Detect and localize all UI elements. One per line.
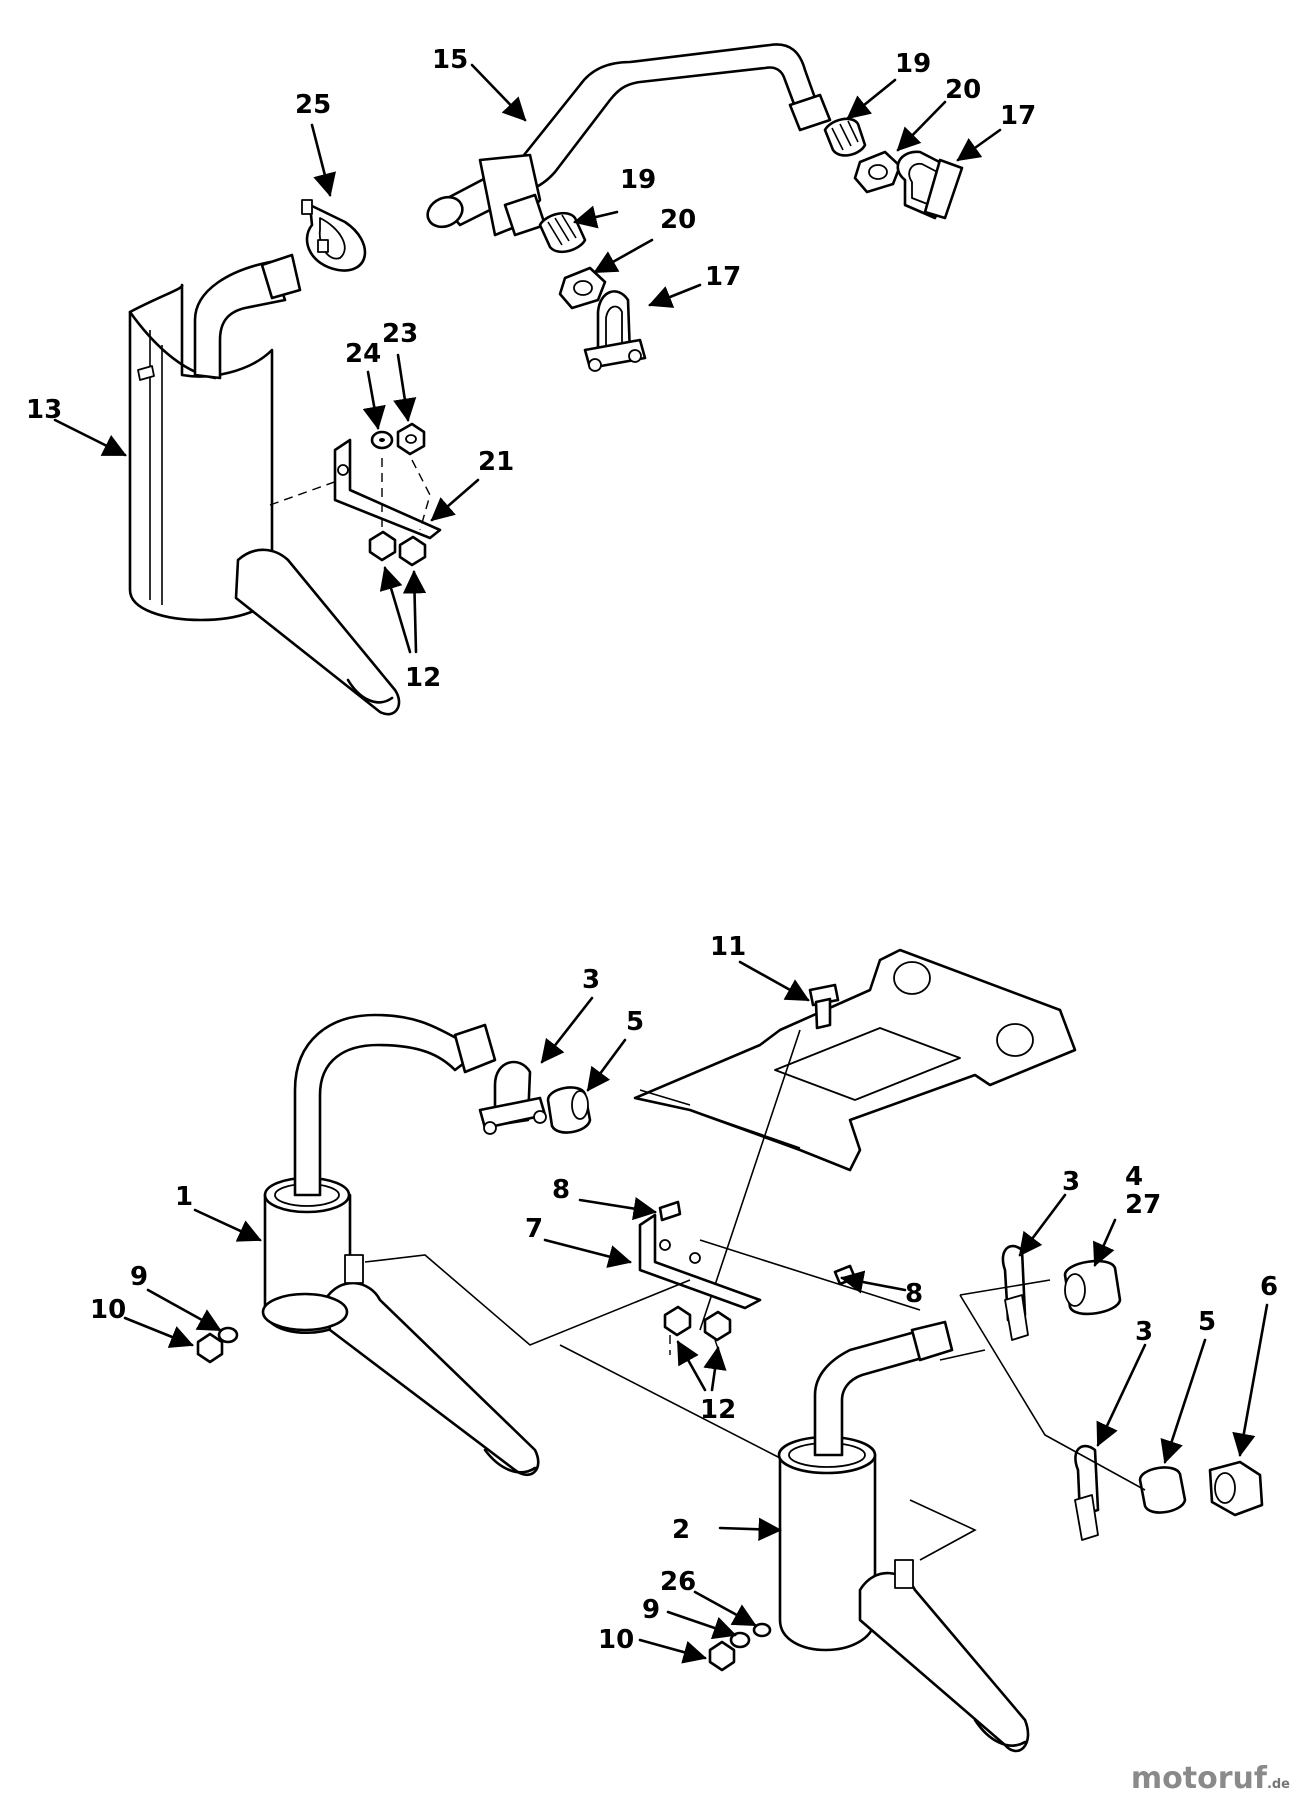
part-6-hex-fitting bbox=[1208, 1460, 1264, 1517]
mounting-plate bbox=[633, 948, 1077, 1172]
callout-1: 1 bbox=[175, 1182, 193, 1212]
part-2-muffler bbox=[777, 1320, 1030, 1753]
callout-3: 3 bbox=[1062, 1167, 1080, 1197]
part-19-nipple bbox=[538, 117, 867, 254]
callout-20: 20 bbox=[660, 205, 696, 235]
part-10-nut bbox=[196, 1332, 736, 1672]
part-11-bolt bbox=[808, 983, 840, 1030]
callout-arrows bbox=[53, 63, 1269, 1664]
part-12-nut bbox=[663, 1305, 732, 1342]
part-9-washer bbox=[217, 1326, 751, 1649]
callout-25: 25 bbox=[295, 90, 331, 120]
callout-27: 27 bbox=[1125, 1190, 1161, 1220]
callout-23: 23 bbox=[382, 319, 418, 349]
part-5-nipple bbox=[546, 1086, 1187, 1514]
part-25-clamp bbox=[301, 199, 367, 272]
part-8-bolt bbox=[658, 1200, 857, 1286]
callout-7: 7 bbox=[525, 1214, 543, 1244]
part-7-bracket bbox=[638, 1213, 762, 1310]
callout-9: 9 bbox=[130, 1262, 148, 1292]
callout-10: 10 bbox=[598, 1625, 634, 1655]
part-21-bracket bbox=[333, 438, 442, 540]
callout-12: 12 bbox=[700, 1395, 736, 1425]
callout-17: 17 bbox=[1000, 101, 1036, 131]
part-12-nut bbox=[368, 530, 427, 567]
callout-5: 5 bbox=[626, 1007, 644, 1037]
callout-5: 5 bbox=[1198, 1307, 1216, 1337]
callout-11: 11 bbox=[710, 932, 746, 962]
callout-10: 10 bbox=[90, 1295, 126, 1325]
callout-24: 24 bbox=[345, 339, 381, 369]
part-20-flange bbox=[558, 150, 902, 310]
callout-17: 17 bbox=[705, 262, 741, 292]
callout-3: 3 bbox=[582, 965, 600, 995]
assembly-line bbox=[269, 479, 341, 506]
watermark-brand: motoruf bbox=[1130, 1761, 1267, 1796]
part-1-muffler bbox=[261, 1013, 540, 1477]
callout-6: 6 bbox=[1260, 1272, 1278, 1302]
part-24-washer bbox=[370, 430, 394, 450]
part-23-nut bbox=[396, 422, 426, 456]
callout-19: 19 bbox=[620, 165, 656, 195]
callout-8: 8 bbox=[905, 1279, 923, 1309]
part-26-washer bbox=[752, 1622, 772, 1638]
part-15-exhaust-pipe bbox=[426, 43, 832, 237]
part-13-muffler-shield bbox=[128, 253, 401, 716]
callout-12: 12 bbox=[405, 663, 441, 693]
callout-9: 9 bbox=[642, 1595, 660, 1625]
part-4-coupling bbox=[1063, 1259, 1122, 1316]
callout-8: 8 bbox=[552, 1175, 570, 1205]
part-3-clamp bbox=[478, 1060, 1100, 1541]
part-17-clamp bbox=[583, 150, 964, 372]
callout-21: 21 bbox=[478, 447, 514, 477]
callout-4: 4 bbox=[1125, 1162, 1143, 1192]
assembly-line bbox=[381, 458, 431, 531]
callout-15: 15 bbox=[432, 45, 468, 75]
callout-20: 20 bbox=[945, 75, 981, 105]
callout-26: 26 bbox=[660, 1567, 696, 1597]
callout-13: 13 bbox=[26, 395, 62, 425]
callout-2: 2 bbox=[672, 1515, 690, 1545]
callout-3: 3 bbox=[1135, 1317, 1153, 1347]
assembly-lines bbox=[364, 1239, 1146, 1561]
callout-19: 19 bbox=[895, 49, 931, 79]
watermark-logo: motoruf.de bbox=[1131, 1761, 1290, 1796]
callout-labels: 13 25 15 19 20 17 19 20 17 23 24 21 12 1… bbox=[26, 45, 1278, 1655]
assembly-line bbox=[699, 1029, 801, 1331]
watermark-suffix: .de bbox=[1266, 1777, 1290, 1792]
